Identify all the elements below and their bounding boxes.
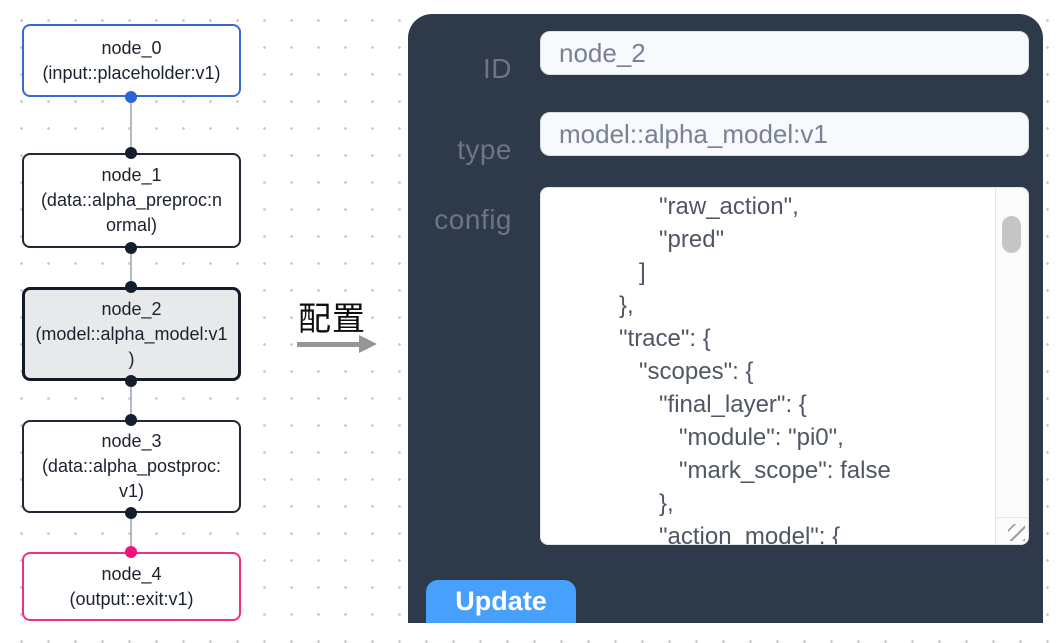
port-node3-out[interactable] xyxy=(125,507,137,519)
node-subtitle: (model::alpha_model:v1 xyxy=(35,323,228,344)
edge-node1-node2 xyxy=(130,248,132,287)
node-title: node_3 xyxy=(101,431,162,451)
port-node2-out[interactable] xyxy=(125,375,137,387)
type-input[interactable] xyxy=(540,112,1029,156)
flow-node-node_1[interactable]: node_1 (data::alpha_preproc:n ormal) xyxy=(22,153,241,248)
node-subtitle: (input::placeholder:v1) xyxy=(42,62,221,83)
port-node3-in[interactable] xyxy=(125,414,137,426)
port-node2-in[interactable] xyxy=(125,281,137,293)
flow-node-node_2-selected[interactable]: node_2 (model::alpha_model:v1 ) xyxy=(22,287,241,381)
configure-label: 配置 xyxy=(298,300,366,337)
edge-node2-node3 xyxy=(130,381,132,420)
right-arrow-icon xyxy=(297,342,359,347)
update-button[interactable]: Update xyxy=(426,580,576,623)
flow-node-node_4[interactable]: node_4 (output::exit:v1) xyxy=(22,552,241,621)
port-node1-out[interactable] xyxy=(125,242,137,254)
node-title: node_2 xyxy=(101,298,162,319)
flow-node-node_0[interactable]: node_0 (input::placeholder:v1) xyxy=(22,24,241,97)
node-title: node_4 xyxy=(101,563,162,584)
config-json-content[interactable]: "raw_action", "pred" ] }, "trace": { "sc… xyxy=(619,193,891,544)
node-title: node_0 xyxy=(101,37,162,58)
node-subtitle: v1) xyxy=(118,481,144,501)
configure-annotation: 配置 xyxy=(290,292,400,362)
node-title: node_1 xyxy=(101,165,162,185)
right-arrow-head-icon xyxy=(359,335,377,353)
config-textarea[interactable]: "raw_action", "pred" ] }, "trace": { "sc… xyxy=(540,187,1029,545)
port-node0-out[interactable] xyxy=(125,91,137,103)
flow-node-node_3[interactable]: node_3 (data::alpha_postproc: v1) xyxy=(22,420,241,513)
edge-node0-node1 xyxy=(130,97,132,153)
config-field-label: config xyxy=(434,204,512,235)
pipeline-canvas: node_0 (input::placeholder:v1) node_1 (d… xyxy=(0,0,408,643)
id-input[interactable] xyxy=(540,31,1029,75)
resize-handle-icon[interactable] xyxy=(1008,524,1025,541)
node-config-panel: ID type config "raw_action", "pred" ] },… xyxy=(408,14,1043,623)
type-field-label: type xyxy=(457,134,512,165)
edge-node3-node4 xyxy=(130,513,132,552)
node-subtitle: (data::alpha_postproc: xyxy=(41,456,222,476)
node-subtitle: ) xyxy=(128,348,135,369)
node-subtitle: (data::alpha_preproc:n xyxy=(40,190,223,210)
node-subtitle: ormal) xyxy=(105,215,157,235)
port-node4-in[interactable] xyxy=(125,546,137,558)
config-scrollbar-track[interactable] xyxy=(995,188,1028,544)
config-scrollbar-thumb[interactable] xyxy=(1002,216,1021,253)
id-field-label: ID xyxy=(483,53,512,84)
port-node1-in[interactable] xyxy=(125,147,137,159)
node-subtitle: (output::exit:v1) xyxy=(69,588,194,609)
